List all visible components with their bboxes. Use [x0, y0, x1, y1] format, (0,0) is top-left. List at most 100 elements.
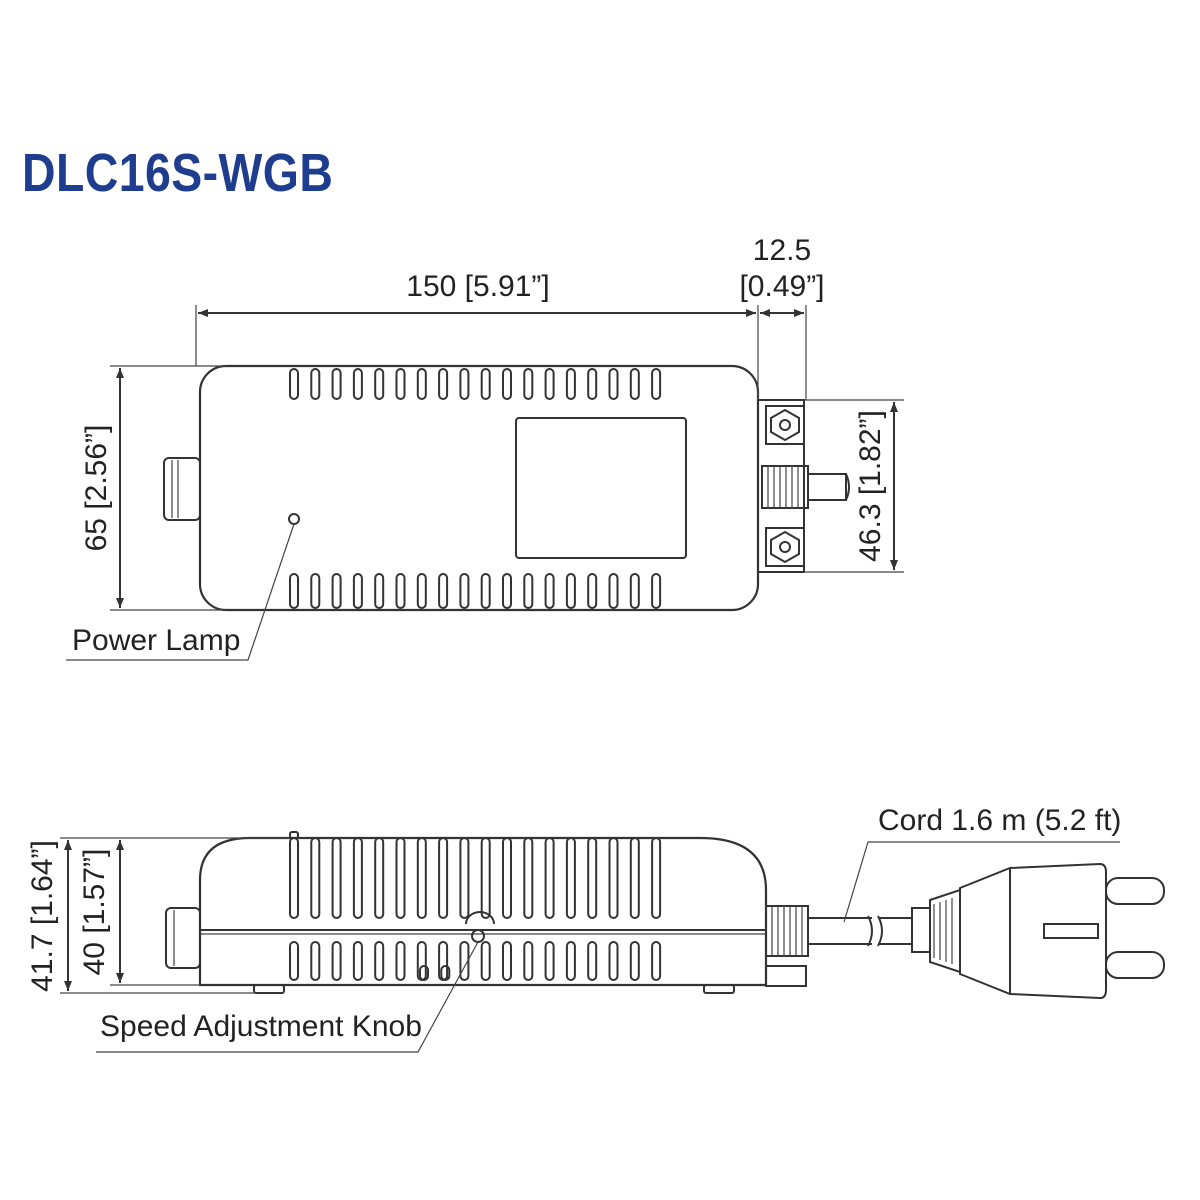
vent-slot	[310, 573, 321, 609]
vent-slot	[374, 573, 385, 609]
foot-right	[703, 984, 735, 994]
vent-slot	[587, 368, 598, 400]
vent-slot	[480, 368, 491, 400]
vent-slot	[440, 965, 451, 981]
vent-slot	[587, 573, 598, 609]
vent-slot	[523, 837, 534, 919]
vent-slot	[502, 368, 512, 400]
vent-slot	[289, 573, 299, 609]
vent-slots-side-short	[419, 965, 451, 981]
mounting-bracket	[757, 399, 805, 573]
vent-slot	[331, 941, 342, 981]
vent-slot	[289, 837, 299, 919]
vent-slot	[331, 573, 342, 609]
vent-slot	[374, 368, 385, 400]
vent-slot	[502, 837, 512, 919]
body-height-label: 40 [1.57”]	[78, 849, 111, 976]
vent-slot	[480, 573, 491, 609]
dimension-mount: 46.3 [1.82”]	[804, 399, 904, 573]
vent-slot	[289, 941, 299, 981]
cord-label: Cord 1.6 m (5.2 ft)	[878, 804, 1121, 837]
vent-slot	[651, 837, 662, 919]
vent-slot	[502, 941, 512, 981]
vent-slot	[416, 837, 427, 919]
vent-slot	[523, 573, 534, 609]
vent-slot	[544, 368, 555, 400]
overall-height-label: 41.7 [1.64”]	[26, 840, 59, 992]
vent-slot	[352, 941, 363, 981]
vent-slot	[331, 837, 342, 919]
vent-slot	[544, 941, 555, 981]
vent-slot	[438, 837, 449, 919]
dimension-length: 150 [5.91”] 12.5 [0.49”]	[195, 234, 825, 400]
vent-slot	[523, 941, 534, 981]
vent-slot	[502, 573, 512, 609]
vent-slot	[395, 837, 406, 919]
vent-slot	[416, 573, 427, 609]
power-plug-icon	[911, 862, 1165, 1000]
foot-left	[253, 984, 285, 994]
cord-leader	[843, 841, 1120, 923]
vent-slot	[289, 368, 299, 400]
vent-slot	[544, 837, 555, 919]
vent-slot	[608, 837, 619, 919]
vent-slot	[587, 837, 598, 919]
vent-slot	[419, 965, 429, 981]
vent-slots-side-upper	[289, 837, 662, 919]
vent-slot	[480, 837, 491, 919]
vent-slot	[374, 941, 385, 981]
cable-strain-relief-side	[765, 905, 809, 957]
vent-slot	[310, 837, 321, 919]
vent-slot	[310, 368, 321, 400]
cable-strain-relief-top	[761, 465, 850, 509]
vent-slot	[629, 837, 640, 919]
top-view: Power Lamp	[66, 234, 904, 661]
vent-slot	[331, 368, 342, 400]
diagram-title: DLC16S-WGB	[22, 143, 334, 203]
side-view: Speed Adjustment Knob	[26, 804, 1165, 1053]
vent-slot	[651, 941, 662, 981]
vent-slot	[608, 941, 619, 981]
vent-slot	[480, 941, 491, 981]
speed-knob-leader	[96, 941, 479, 1053]
vent-slot	[352, 837, 363, 919]
vent-slot	[395, 941, 406, 981]
connector-dimension-label-2: [0.49”]	[739, 270, 824, 303]
vent-slot	[459, 941, 470, 981]
length-dimension-label: 150 [5.91”]	[406, 270, 549, 303]
vent-slot	[608, 573, 619, 609]
vent-slot	[352, 368, 363, 400]
controller-body-top	[198, 364, 760, 612]
connector-dimension-label-1: 12.5	[753, 234, 811, 267]
vent-slot	[565, 573, 576, 609]
vent-slot	[587, 941, 598, 981]
vent-slot	[651, 573, 662, 609]
vent-slot	[565, 368, 576, 400]
vent-slots-top	[289, 368, 662, 400]
vent-slot	[352, 573, 363, 609]
vent-slot	[629, 941, 640, 981]
vent-slot	[651, 368, 662, 400]
vent-slots-bottom	[289, 573, 662, 609]
vent-slot	[544, 573, 555, 609]
dimension-height-top: 65 [2.56”]	[80, 365, 226, 611]
vent-slot	[374, 837, 385, 919]
vent-slot	[629, 573, 640, 609]
vent-slot	[629, 368, 640, 400]
power-cord	[808, 915, 912, 947]
mount-dimension-label: 46.3 [1.82”]	[854, 410, 887, 562]
vent-slots-side-lower	[289, 941, 662, 981]
vent-slot	[395, 368, 406, 400]
height-dimension-label: 65 [2.56”]	[80, 425, 113, 552]
power-lamp-leader	[66, 523, 295, 661]
vent-slot	[395, 573, 406, 609]
display-window	[515, 417, 687, 559]
left-connector-top	[163, 457, 201, 521]
speed-knob-label: Speed Adjustment Knob	[100, 1010, 422, 1043]
left-connector-side	[165, 907, 201, 969]
vent-slot	[565, 941, 576, 981]
vent-slot	[565, 837, 576, 919]
dimension-height-side: 41.7 [1.64”] 40 [1.57”]	[26, 837, 290, 994]
power-lamp-label: Power Lamp	[72, 624, 240, 657]
